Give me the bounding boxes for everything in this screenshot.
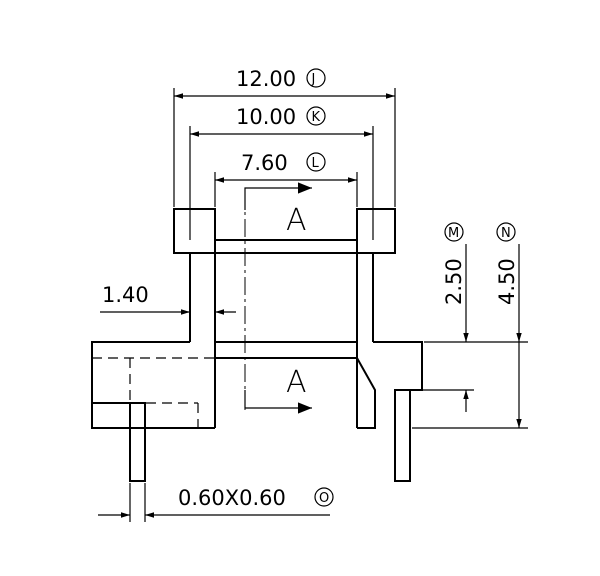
dim-inner-width: 10.00 K (189, 105, 374, 240)
bobbin-body (91, 190, 423, 482)
right-pin (394, 389, 411, 482)
marker-m: M (448, 226, 459, 241)
dim-core-width-value: 7.60 (241, 151, 288, 175)
dim-wall-thickness: 1.40 (100, 283, 236, 315)
dim-pin-height: 4.50 N (412, 222, 528, 429)
marker-l: L (312, 156, 320, 171)
left-pin (129, 402, 146, 482)
dim-inner-width-value: 10.00 (236, 105, 296, 129)
dim-wall-thickness-value: 1.40 (102, 283, 149, 307)
right-top-cap (356, 208, 396, 254)
section-label-bottom: A (286, 365, 307, 400)
section-marker-bottom: A (244, 365, 312, 414)
dim-core-width: 7.60 L (214, 151, 358, 207)
marker-n: N (501, 226, 511, 241)
dim-overall-width: 12.00 J (173, 67, 396, 207)
dim-overall-width-value: 12.00 (236, 67, 296, 91)
left-top-cap (173, 208, 216, 254)
section-label-top: A (286, 203, 307, 238)
marker-o: O (319, 491, 329, 506)
dim-pin-section: 0.60X0.60 O (98, 483, 334, 522)
dim-flange-height: 2.50 M (412, 222, 528, 412)
marker-j: J (311, 72, 316, 87)
dim-pin-height-value: 4.50 (495, 258, 519, 305)
marker-k: K (312, 110, 321, 125)
dim-flange-height-value: 2.50 (442, 258, 466, 305)
section-marker-top: A (244, 182, 312, 238)
dim-pin-section-value: 0.60X0.60 (178, 486, 286, 510)
